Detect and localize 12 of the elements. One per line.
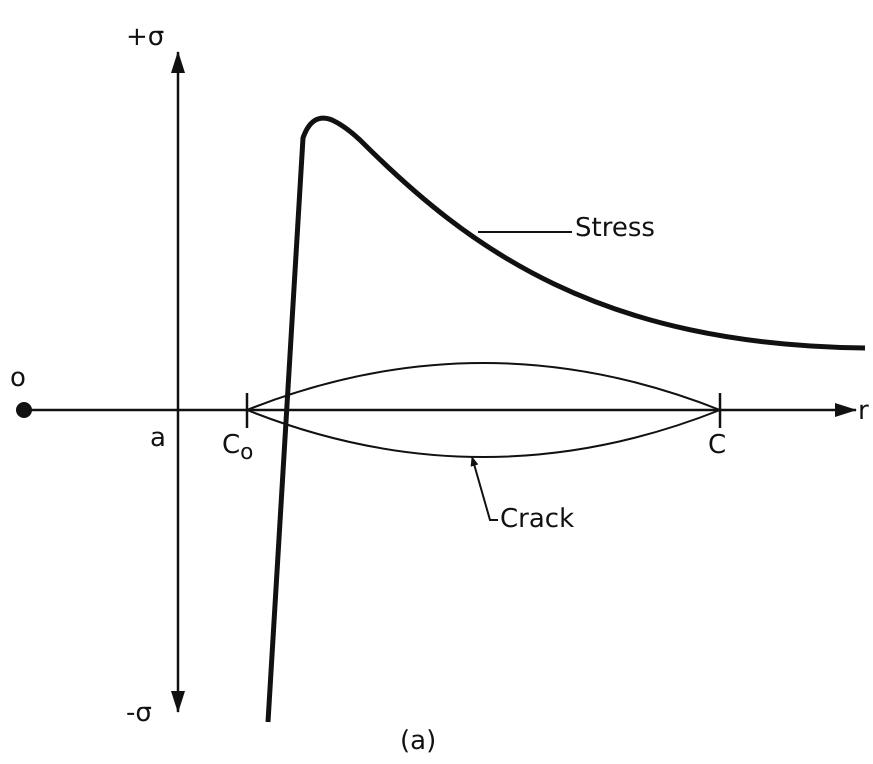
axis-label: a bbox=[150, 425, 166, 451]
figure-caption: (a) bbox=[400, 728, 436, 754]
tick-label: C bbox=[708, 432, 726, 458]
tick-label: C$_{o}$ bbox=[222, 432, 254, 464]
leader-line bbox=[478, 231, 572, 233]
leader-line bbox=[470, 456, 498, 521]
axis-label: r bbox=[858, 398, 869, 424]
axis-label: -σ bbox=[126, 700, 152, 726]
axis-label: +σ bbox=[126, 24, 164, 50]
callout-label: Stress bbox=[575, 215, 655, 241]
origin-label: o bbox=[10, 365, 26, 391]
callout-label: Crack bbox=[500, 506, 574, 532]
